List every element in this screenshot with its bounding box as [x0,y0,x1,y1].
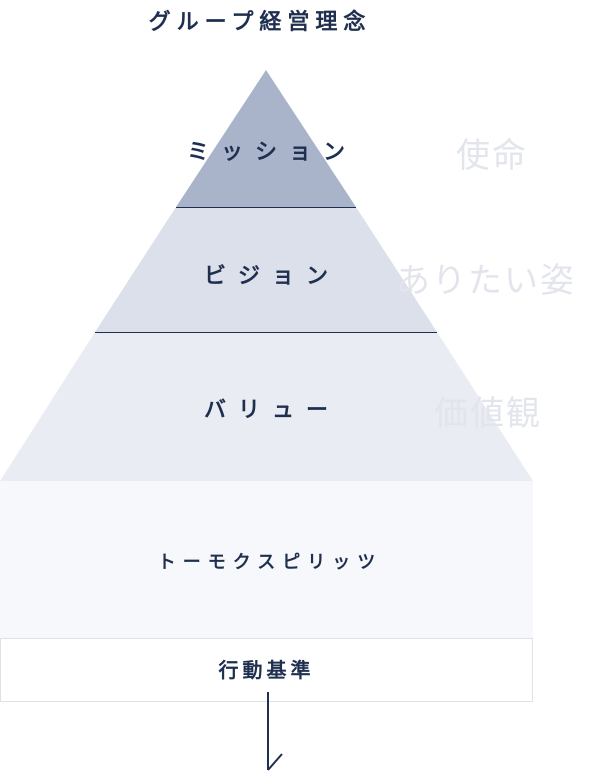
action-standard-box [0,638,533,702]
value-ghost-label: 価値観 [434,394,542,434]
vision-tier-shape [95,207,437,332]
spirit-label: トーモクスピリッツ [157,552,383,573]
mission-ghost-label: 使命 [456,136,528,176]
value-label: バリュー [203,397,340,423]
action-standard-label: 行動基準 [218,658,315,682]
vision-label: ビジョン [203,263,340,289]
page-title: グループ経営理念 [148,9,372,35]
mission-label: ミッション [186,139,357,165]
value-tier-shape [0,332,533,481]
spirit-tier-shape [0,481,533,638]
vision-ghost-label: ありたい姿 [396,261,576,301]
mission-tier-shape [176,70,356,207]
